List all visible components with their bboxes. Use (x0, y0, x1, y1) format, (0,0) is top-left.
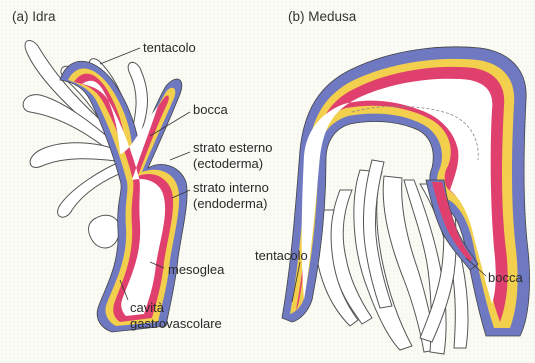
hydra-bud (89, 215, 120, 248)
medusa-bell (282, 47, 530, 336)
leader-hydra-tentacle (100, 48, 140, 64)
label-hydra-tentacle: tentacolo (143, 40, 196, 55)
label-hydra-inner-layer-sub: (endoderma) (193, 196, 267, 211)
label-medusa-tentacle: tentacolo (255, 248, 308, 263)
leader-hydra-outer (170, 152, 190, 160)
panel-title-medusa: (b) Medusa (288, 9, 356, 24)
medusa-drawing (282, 47, 530, 354)
label-hydra-cavity: cavità (130, 300, 164, 315)
label-hydra-inner-layer: strato interno (193, 180, 269, 195)
label-hydra-mesoglea: mesoglea (168, 262, 224, 277)
label-hydra-outer-layer: strato esterno (193, 140, 273, 155)
hydra-drawing (23, 40, 187, 332)
label-hydra-mouth: bocca (193, 102, 228, 117)
label-hydra-outer-layer-sub: (ectoderma) (193, 156, 263, 171)
panel-title-hydra: (a) Idra (12, 9, 56, 24)
label-medusa-mouth: bocca (488, 270, 523, 285)
label-hydra-cavity-sub: gastrovascolare (130, 316, 222, 331)
